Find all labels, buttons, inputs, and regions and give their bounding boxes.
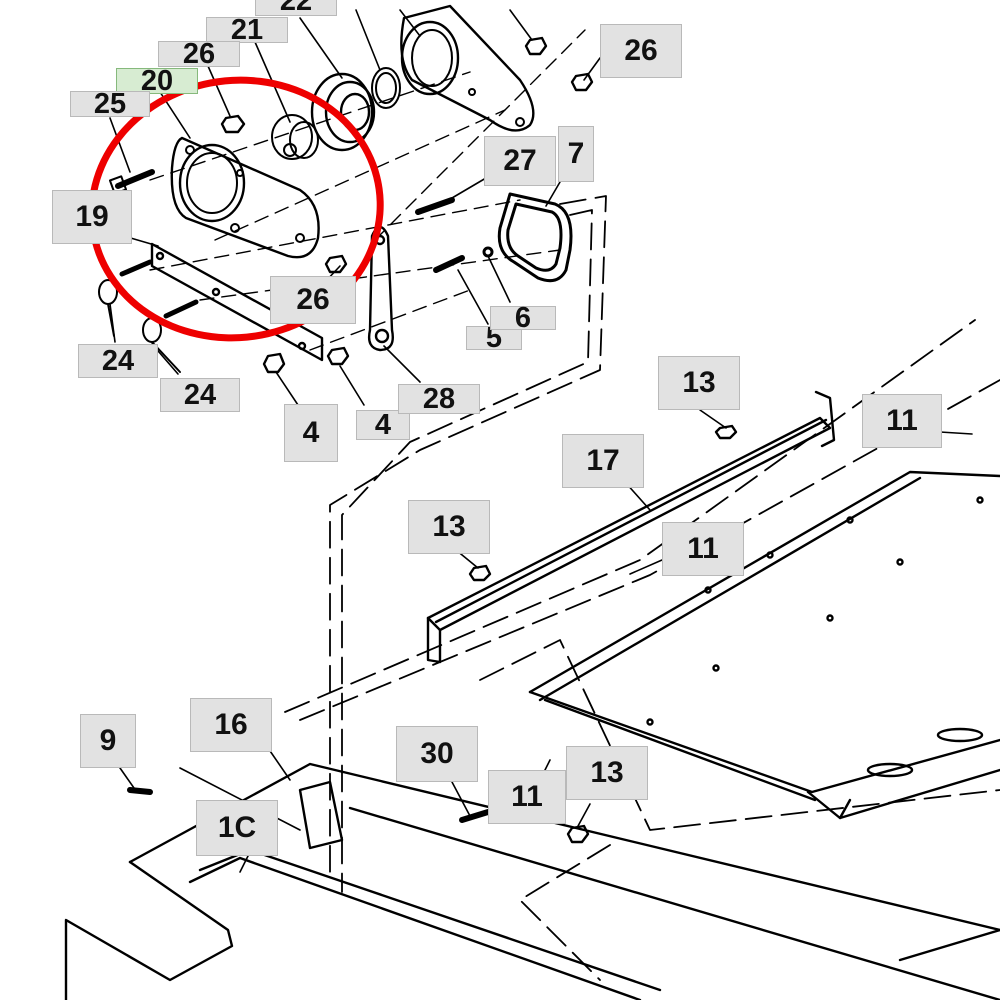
callout-25: 25: [70, 89, 150, 118]
callout-13: 13: [658, 356, 740, 410]
callout-16: 16: [190, 698, 272, 752]
callout-19: 19: [52, 190, 132, 244]
callout-11: 11: [862, 394, 942, 448]
callout-4: 4: [356, 410, 410, 440]
deck-panel: [528, 470, 1000, 820]
callout-30: 30: [396, 726, 478, 782]
callout-24: 24: [78, 344, 158, 378]
callout-26: 26: [600, 24, 682, 78]
callout-5: 5: [466, 323, 522, 352]
callout-6: 6: [490, 303, 556, 332]
callout-13: 13: [408, 500, 490, 554]
callout-17: 17: [562, 434, 644, 488]
callout-9: 9: [80, 714, 136, 768]
callout-7: 7: [558, 126, 594, 182]
flange-plate: [170, 136, 320, 259]
callout-28: 28: [398, 384, 480, 414]
callout-26: 26: [158, 39, 240, 68]
bushing: [271, 114, 319, 160]
callout-24: 24: [160, 378, 240, 412]
flange-plate-rear: [400, 4, 535, 132]
callout-11: 11: [488, 770, 566, 824]
callout-11: 11: [662, 522, 744, 576]
nuts: [220, 36, 738, 844]
bolts: [108, 169, 491, 823]
callout-20: 20: [116, 66, 198, 95]
callout-21: 21: [206, 15, 288, 44]
gasket: [482, 192, 573, 283]
leader-lines: [109, 9, 973, 873]
bearing: [310, 72, 376, 152]
callout-27: 27: [484, 136, 556, 186]
link-arm: [367, 225, 394, 352]
long-rail: [426, 390, 836, 664]
callout-13: 13: [566, 746, 648, 800]
callout-4: 4: [284, 404, 338, 462]
alignment-lines: [149, 29, 586, 351]
snap-ring: [371, 67, 401, 109]
callout-26: 26: [270, 276, 356, 324]
callout-1c: 1C: [196, 800, 278, 856]
callout-22: 22: [255, 0, 337, 16]
arm-bar: [150, 242, 324, 362]
